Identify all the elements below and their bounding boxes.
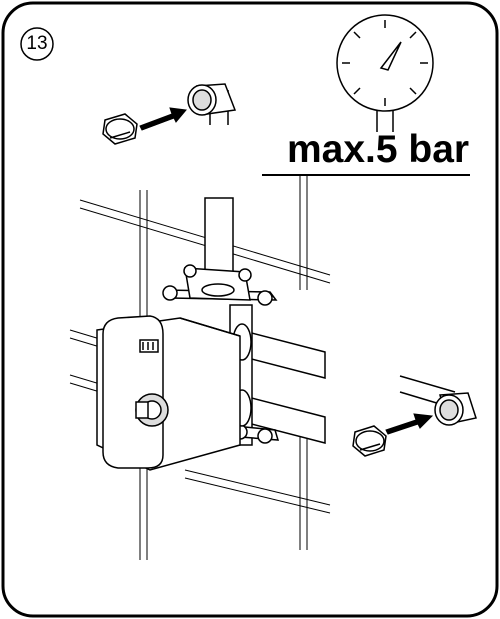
horizontal-pipes [239,329,456,444]
pipe-cap-icon [187,83,237,116]
mixer-box [96,315,241,471]
step-number: 13 [26,33,48,54]
max-pressure-label: max.5 bar [287,128,470,171]
arrow-right-icon [139,107,187,133]
pipe-cap-icon [434,392,477,426]
pipe-plug-icon [102,113,138,145]
arrow-right-icon [385,413,434,435]
pressure-gauge-icon [336,14,434,132]
pipe-plug-icon [352,425,387,457]
step-number-circle [20,27,54,61]
